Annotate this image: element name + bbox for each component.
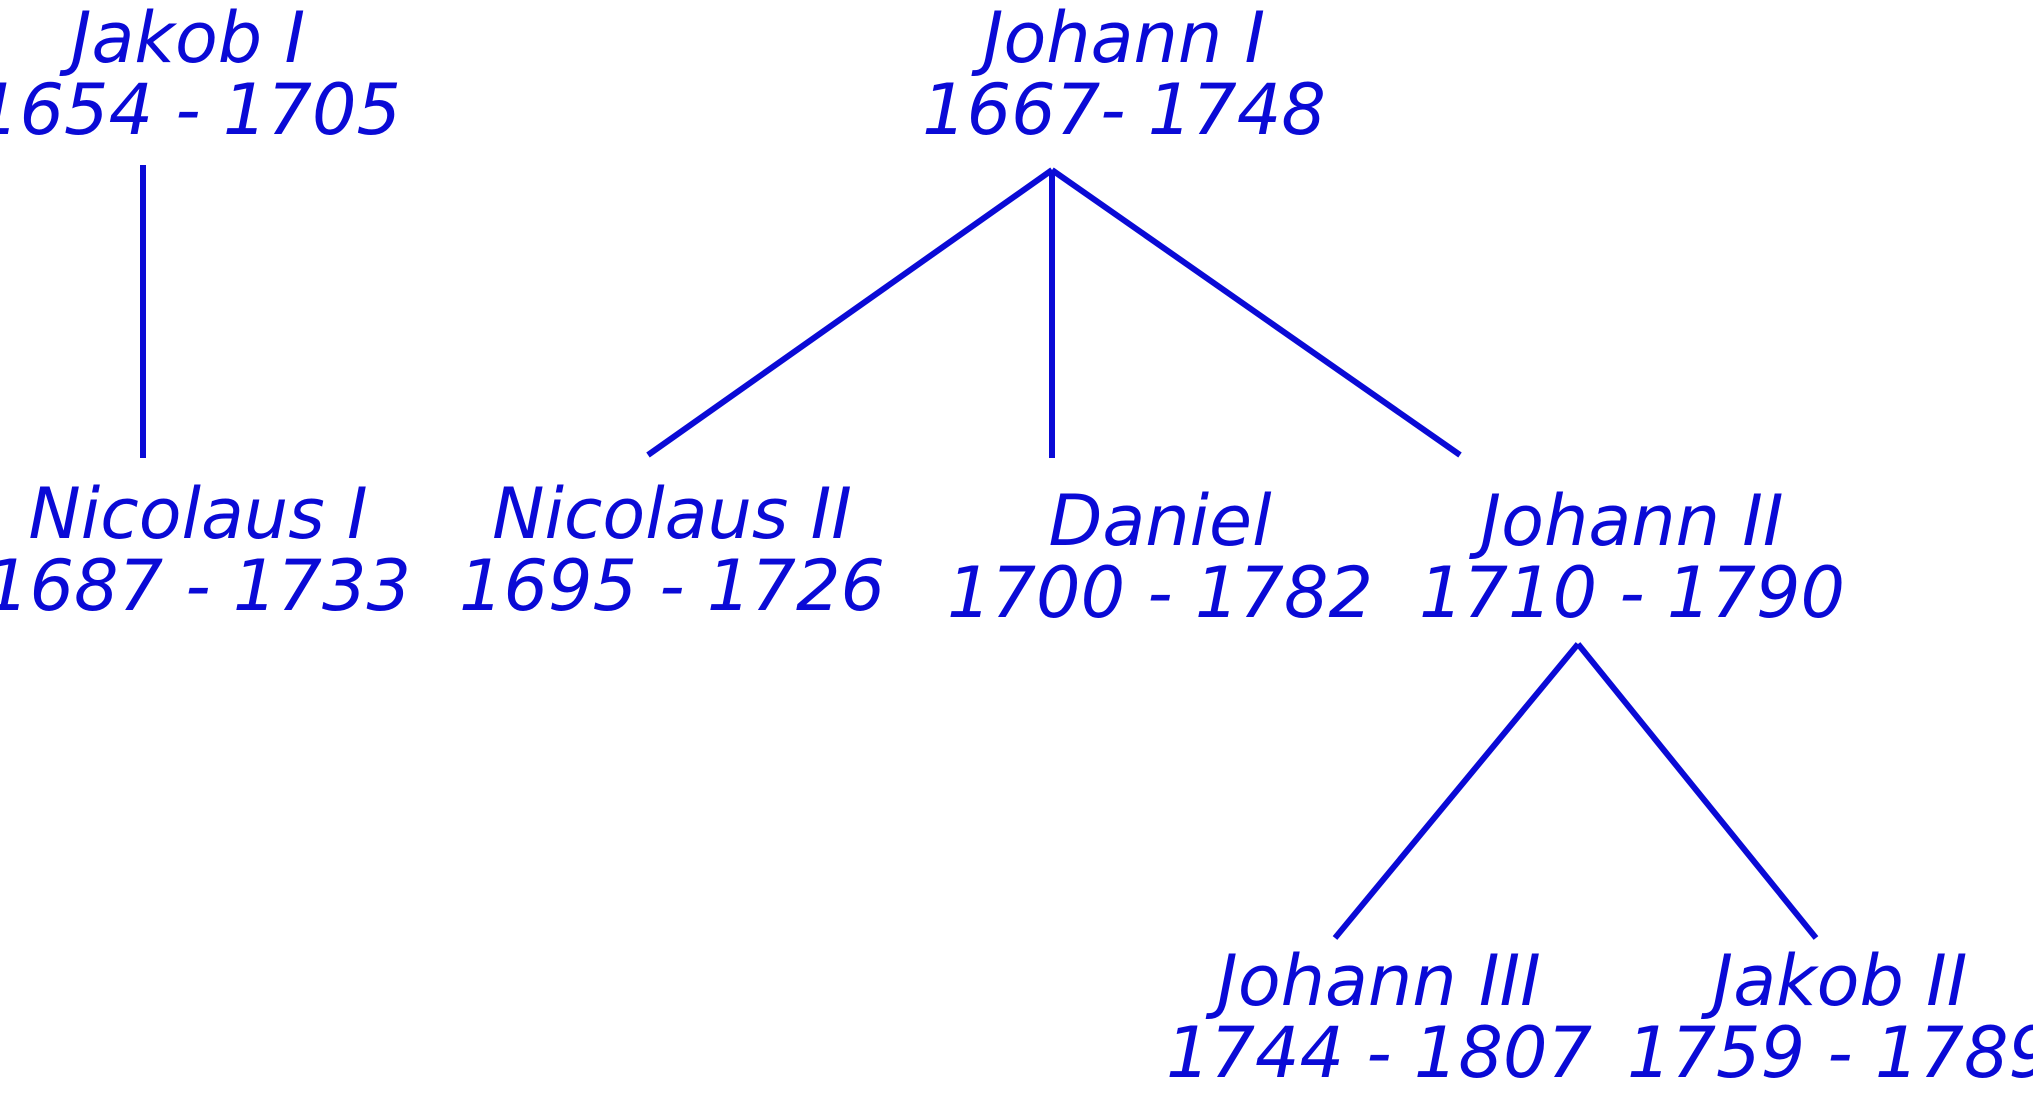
node-name: Nicolaus I [28, 473, 368, 555]
node-daniel: Daniel 1700 - 1782 [947, 485, 1373, 629]
node-jakob-i: Jakob I 1654 - 1705 [0, 2, 401, 146]
node-years: 1654 - 1705 [0, 69, 402, 151]
node-name: Jakob II [1712, 940, 1968, 1022]
node-name: Jakob I [70, 0, 306, 79]
node-years: 1710 - 1790 [1418, 552, 1846, 634]
node-jakob-ii: Jakob II 1759 - 1789 [1627, 945, 2033, 1089]
edge-johann-ii-jakob-ii [1575, 642, 1819, 940]
node-years: 1667- 1748 [922, 69, 1326, 151]
node-name: Nicolaus II [492, 473, 852, 555]
node-name: Daniel [1048, 480, 1272, 562]
node-years: 1759 - 1789 [1626, 1012, 2033, 1094]
node-years: 1700 - 1782 [946, 552, 1374, 634]
node-nicolaus-ii: Nicolaus II 1695 - 1726 [459, 478, 885, 622]
edge-johann-ii-johann-iii [1332, 642, 1581, 940]
node-johann-i: Johann I 1667- 1748 [922, 2, 1326, 146]
node-name: Johann III [1217, 940, 1541, 1022]
edge-johann-i-johann-ii [1050, 167, 1462, 458]
node-nicolaus-i: Nicolaus I 1687 - 1733 [0, 478, 411, 622]
node-name: Johann II [1480, 480, 1784, 562]
node-name: Johann I [982, 0, 1266, 79]
node-years: 1695 - 1726 [458, 545, 886, 627]
edge-johann-i-nicolaus-ii [646, 167, 1054, 458]
node-johann-ii: Johann II 1710 - 1790 [1419, 485, 1845, 629]
node-johann-iii: Johann III 1744 - 1807 [1166, 945, 1592, 1089]
node-years: 1744 - 1807 [1165, 1012, 1593, 1094]
node-years: 1687 - 1733 [0, 545, 412, 627]
